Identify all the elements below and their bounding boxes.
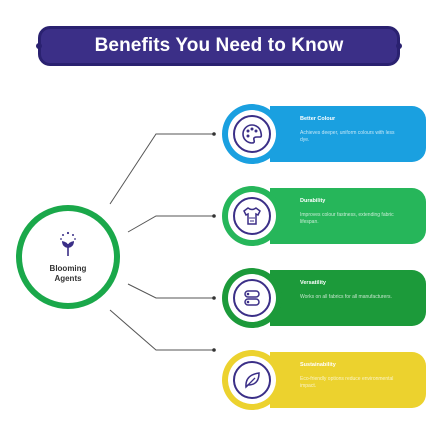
hub-inner: Blooming Agents [22, 211, 114, 303]
benefit-desc: Works on all fabrics for all manufacture… [300, 294, 392, 300]
icon-bg [228, 274, 276, 322]
benefit-card-durability: Durability Improves colour fastness, ext… [270, 188, 426, 244]
benefit-ring [222, 104, 282, 164]
benefit-card-sustainability: Sustainability Eco-friendly options redu… [270, 352, 426, 408]
fabric-roll-icon [244, 290, 260, 306]
benefit-title: Versatility [300, 280, 326, 286]
benefit-card-better-colour: Better Colour Achieves deeper, uniform c… [270, 106, 426, 162]
title-banner: Benefits You Need to Know [38, 26, 400, 66]
benefit-card-versatility: Versatility Works on all fabrics for all… [270, 270, 426, 326]
sprout-icon [60, 231, 76, 256]
palette-icon [242, 124, 263, 144]
hub-label: Blooming Agents [49, 264, 87, 283]
page-title: Benefits You Need to Know [94, 35, 344, 56]
benefit-ring [222, 186, 282, 246]
shirt-icon [243, 207, 261, 225]
icon-bg [228, 356, 276, 404]
hub-circle: Blooming Agents [16, 205, 120, 309]
leaf-icon [245, 372, 260, 389]
connector-2 [127, 215, 214, 233]
connector-3 [127, 283, 214, 299]
connector-4 [109, 309, 214, 351]
benefit-ring [222, 350, 282, 410]
icon-bg [228, 110, 276, 158]
connector-1 [109, 133, 214, 205]
benefit-title: Durability [300, 198, 326, 204]
icon-bg [228, 192, 276, 240]
benefit-title: Better Colour [300, 116, 336, 122]
benefit-ring [222, 268, 282, 328]
benefit-desc: Achieves deeper, uniform colours with le… [300, 130, 395, 143]
benefit-desc: Eco-friendly options reduce environmenta… [300, 376, 394, 389]
benefit-desc: Improves colour fastness, extending fabr… [300, 212, 394, 225]
benefit-title: Sustainability [300, 362, 336, 368]
